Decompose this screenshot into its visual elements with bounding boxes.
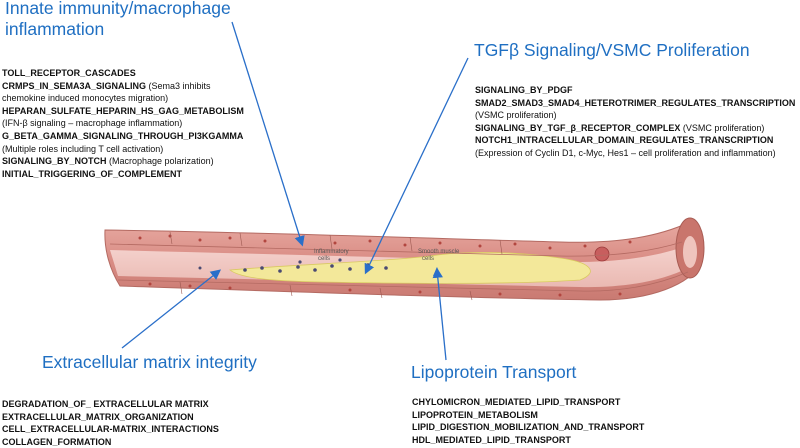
tgf-pathway: SIGNALING_BY_PDGF [475, 85, 573, 95]
lipo-arrow-head-top [433, 267, 441, 276]
ecm-pathway-list: DEGRADATION_OF_ EXTRACELLULAR MATRIX EXT… [2, 398, 219, 448]
smooth-muscle-label-2: cells [422, 256, 434, 262]
innate-pathway: TOLL_RECEPTOR_CASCADES [2, 68, 136, 78]
lipo-pathway: CHYLOMICRON_MEDIATED_LIPID_TRANSPORT [412, 397, 621, 407]
tgf-note: (VSMC proliferation) [680, 122, 765, 133]
ecm-arrow [121, 269, 222, 349]
inflammatory-cells-label-2: cells [318, 256, 330, 262]
ecm-pathway: COLLAGEN_FORMATION [2, 436, 112, 447]
tgf-note: (VSMC proliferation) [475, 110, 557, 121]
innate-note: chemokine induced monocytes migration) [2, 93, 169, 104]
innate-pathway: HEPARAN_SULFATE_HEPARIN_HS_GAG_METABOLIS… [2, 105, 244, 116]
ecm-pathway: EXTRACELLULAR_MATRIX_ORGANIZATION [2, 411, 194, 422]
tgf-heading: TGFβ Signaling/VSMC Proliferation [474, 40, 750, 60]
innate-pathway-list: TOLL_RECEPTOR_CASCADES CRMPS_IN_SEMA3A_S… [2, 67, 244, 180]
lipo-pathway: LIPOPROTEIN_METABOLISM [412, 409, 538, 420]
innate-heading-line1: Innate immunity/macrophage [5, 0, 231, 18]
lipo-heading: Lipoprotein Transport [411, 362, 577, 382]
vessel-cross-lumen [683, 236, 697, 268]
innate-pathway: SIGNALING_BY_NOTCH [2, 156, 107, 167]
innate-note: (Macrophage polarization) [106, 156, 214, 167]
tgf-pathway: SMAD2_SMAD3_SMAD4_HETEROTRIMER_REGULATES… [475, 97, 796, 108]
foam-cell-cluster [594, 246, 610, 262]
innate-note: (IFN-β signaling – macrophage inflammati… [2, 118, 183, 129]
innate-heading: Innate immunity/macrophage inflammation [5, 0, 231, 40]
ecm-heading: Extracellular matrix integrity [42, 352, 257, 372]
innate-pathway: CRMPS_IN_SEMA3A_SIGNALING [2, 80, 147, 91]
ecm-pathway: DEGRADATION_OF_ EXTRACELLULAR MATRIX [2, 399, 209, 409]
tgf-arrow [364, 57, 469, 275]
innate-arrow [231, 21, 305, 247]
innate-note: (Multiple roles including T cell activat… [2, 143, 164, 154]
lipo-pathway: HDL_MEDIATED_LIPID_TRANSPORT [412, 434, 571, 445]
inflammatory-cells-label-1: Inflammatory [314, 249, 349, 255]
innate-heading-line2: inflammation [5, 19, 105, 39]
tgf-pathway: SIGNALING_BY_TGF_β_RECEPTOR_COMPLEX [475, 122, 681, 133]
smooth-muscle-label-1: Smooth muscle [418, 249, 460, 255]
lipo-pathway-list: CHYLOMICRON_MEDIATED_LIPID_TRANSPORT LIP… [412, 396, 644, 446]
innate-note: (Sema3 inhibits [146, 80, 211, 91]
innate-pathway: G_BETA_GAMMA_SIGNALING_THROUGH_PI3KGAMMA [2, 130, 244, 141]
innate-pathway: INITIAL_TRIGGERING_OF_COMPLEMENT [2, 168, 183, 179]
ecm-pathway: CELL_EXTRACELLULAR-MATRIX_INTERACTIONS [2, 424, 219, 435]
tgf-pathway-list: SIGNALING_BY_PDGF SMAD2_SMAD3_SMAD4_HETE… [475, 84, 795, 160]
tgf-note: (Expression of Cyclin D1, c-Myc, Hes1 – … [475, 147, 776, 158]
plaque-deposit [228, 251, 591, 284]
tgf-pathway: NOTCH1_INTRACELLULAR_DOMAIN_REGULATES_TR… [475, 135, 774, 146]
lipo-arrow [432, 267, 447, 361]
lipo-pathway: LIPID_DIGESTION_MOBILIZATION_AND_TRANSPO… [412, 422, 645, 433]
